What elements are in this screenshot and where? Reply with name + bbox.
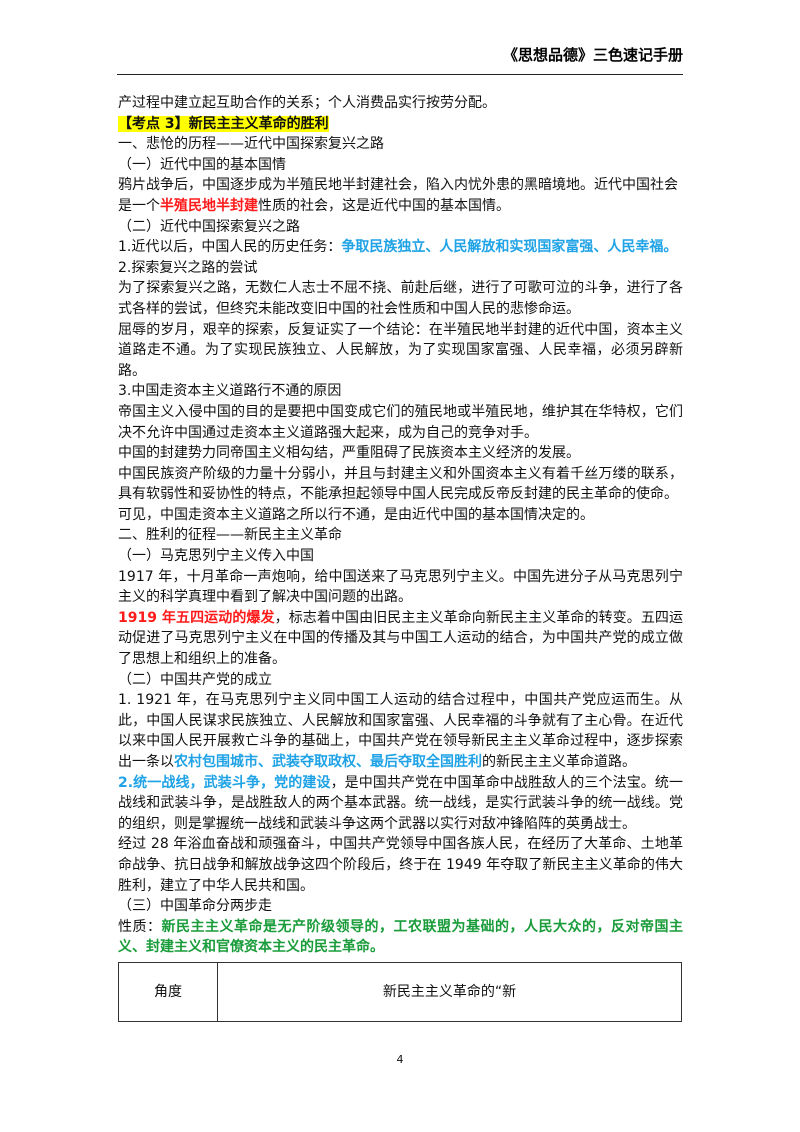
paragraph: 产过程中建立起互助合作的关系；个人消费品实行按劳分配。: [118, 95, 496, 111]
comparison-table: 角度 新民主主义革命的“新: [118, 961, 682, 1022]
header-divider: [117, 74, 683, 75]
paragraph: 1.近代以后，中国人民的历史任务：争取民族独立、人民解放和实现国家富强、人民幸福…: [118, 239, 678, 256]
paragraph: 帝国主义入侵中国的目的是要把中国变成它们的殖民地或半殖民地，维护其在华特权，它们…: [118, 403, 683, 441]
paragraph: 中国民族资产阶级的力量十分弱小，并且与封建主义和外国资本主义有着千丝万缕的联系，…: [118, 465, 683, 503]
paragraph: 鸦片战争后，中国逐步成为半殖民地半封建社会，陷入内忧外患的黑暗境地。近代中国社会: [118, 177, 678, 194]
subsection-heading: （三）中国革命分两步走: [118, 898, 272, 915]
page-number: 4: [396, 1053, 404, 1066]
paragraph: 1919 年五四运动的爆发，标志着中国由旧民主主义革命向新民主主义革命的转变。五…: [118, 609, 683, 668]
green-highlight: 新民主主义革命是无产阶级领导的，工农联盟为基础的，人民大众的，反对帝国主义、封建…: [118, 918, 683, 956]
document-body: 产过程中建立起互助合作的关系；个人消费品实行按劳分配。 【考点 3】新民主主义革…: [118, 93, 683, 1022]
subsection-heading: （一）马克思列宁主义传入中国: [118, 548, 314, 565]
paragraph: 中国的封建势力同帝国主义相勾结，严重阻碍了民族资本主义经济的发展。: [118, 445, 580, 462]
section-heading-kaodian3: 【考点 3】新民主主义革命的胜利: [118, 114, 683, 135]
paragraph: 性质：新民主主义革命是无产阶级领导的，工农联盟为基础的，人民大众的，反对帝国主义…: [118, 918, 683, 956]
blue-highlight: 争取民族独立、人民解放和实现国家富强、人民幸福。: [341, 239, 678, 256]
paragraph: 屈辱的岁月，艰辛的探索，反复证实了一个结论：在半殖民地半封建的近代中国，资本主义…: [118, 321, 683, 379]
section-heading: 二、胜利的征程——新民主主义革命: [118, 527, 342, 544]
subsection-heading: （二）近代中国探索复兴之路: [118, 218, 300, 235]
red-highlight: 1919 年五四运动的爆发: [118, 609, 275, 626]
kaodian-label: 【考点 3】新民主主义革命的胜利: [118, 115, 329, 132]
subsection-heading: （一）近代中国的基本国情: [118, 156, 286, 173]
subsection-heading: （二）中国共产党的成立: [118, 671, 272, 688]
table-header-cell: 角度: [118, 961, 218, 1022]
table-row: 角度 新民主主义革命的“新: [118, 961, 682, 1022]
section-heading: 一、悲怆的历程——近代中国探索复兴之路: [118, 136, 384, 153]
paragraph: 2.统一战线，武装斗争，党的建设，是中国共产党在中国革命中战胜敌人的三个法宝。统…: [118, 774, 683, 832]
paragraph: 可见，中国走资本主义道路之所以行不通，是由近代中国的基本国情决定的。: [118, 506, 594, 523]
table-header-cell: 新民主主义革命的“新: [217, 961, 682, 1022]
blue-highlight: 统一战线，武装斗争，党的建设: [133, 774, 331, 791]
paragraph: 为了探索复兴之路，无数仁人志士不屈不挠、前赴后继，进行了可歌可泣的斗争，进行了各…: [118, 280, 683, 317]
paragraph: 经过 28 年浴血奋战和顽强奋斗，中国共产党领导中国各族人民，在经历了大革命、土…: [118, 836, 683, 894]
paragraph: 2.探索复兴之路的尝试: [118, 259, 258, 276]
page-header-title: 《思想品德》三色速记手册: [502, 46, 683, 64]
blue-highlight: 农村包围城市、武装夺取政权、最后夺取全国胜利: [174, 754, 482, 770]
paragraph: 1. 1921 年，在马克思列宁主义同中国工人运动的结合过程中，中国共产党应运而…: [118, 692, 683, 770]
red-highlight: 半殖民地半封建: [160, 197, 258, 214]
paragraph: 是一个半殖民地半封建性质的社会，这是近代中国的基本国情。: [118, 197, 510, 214]
paragraph: 3.中国走资本主义道路行不通的原因: [118, 383, 342, 400]
paragraph: 1917 年，十月革命一声炮响，给中国送来了马克思列宁主义。中国先进分子从马克思…: [118, 568, 683, 606]
